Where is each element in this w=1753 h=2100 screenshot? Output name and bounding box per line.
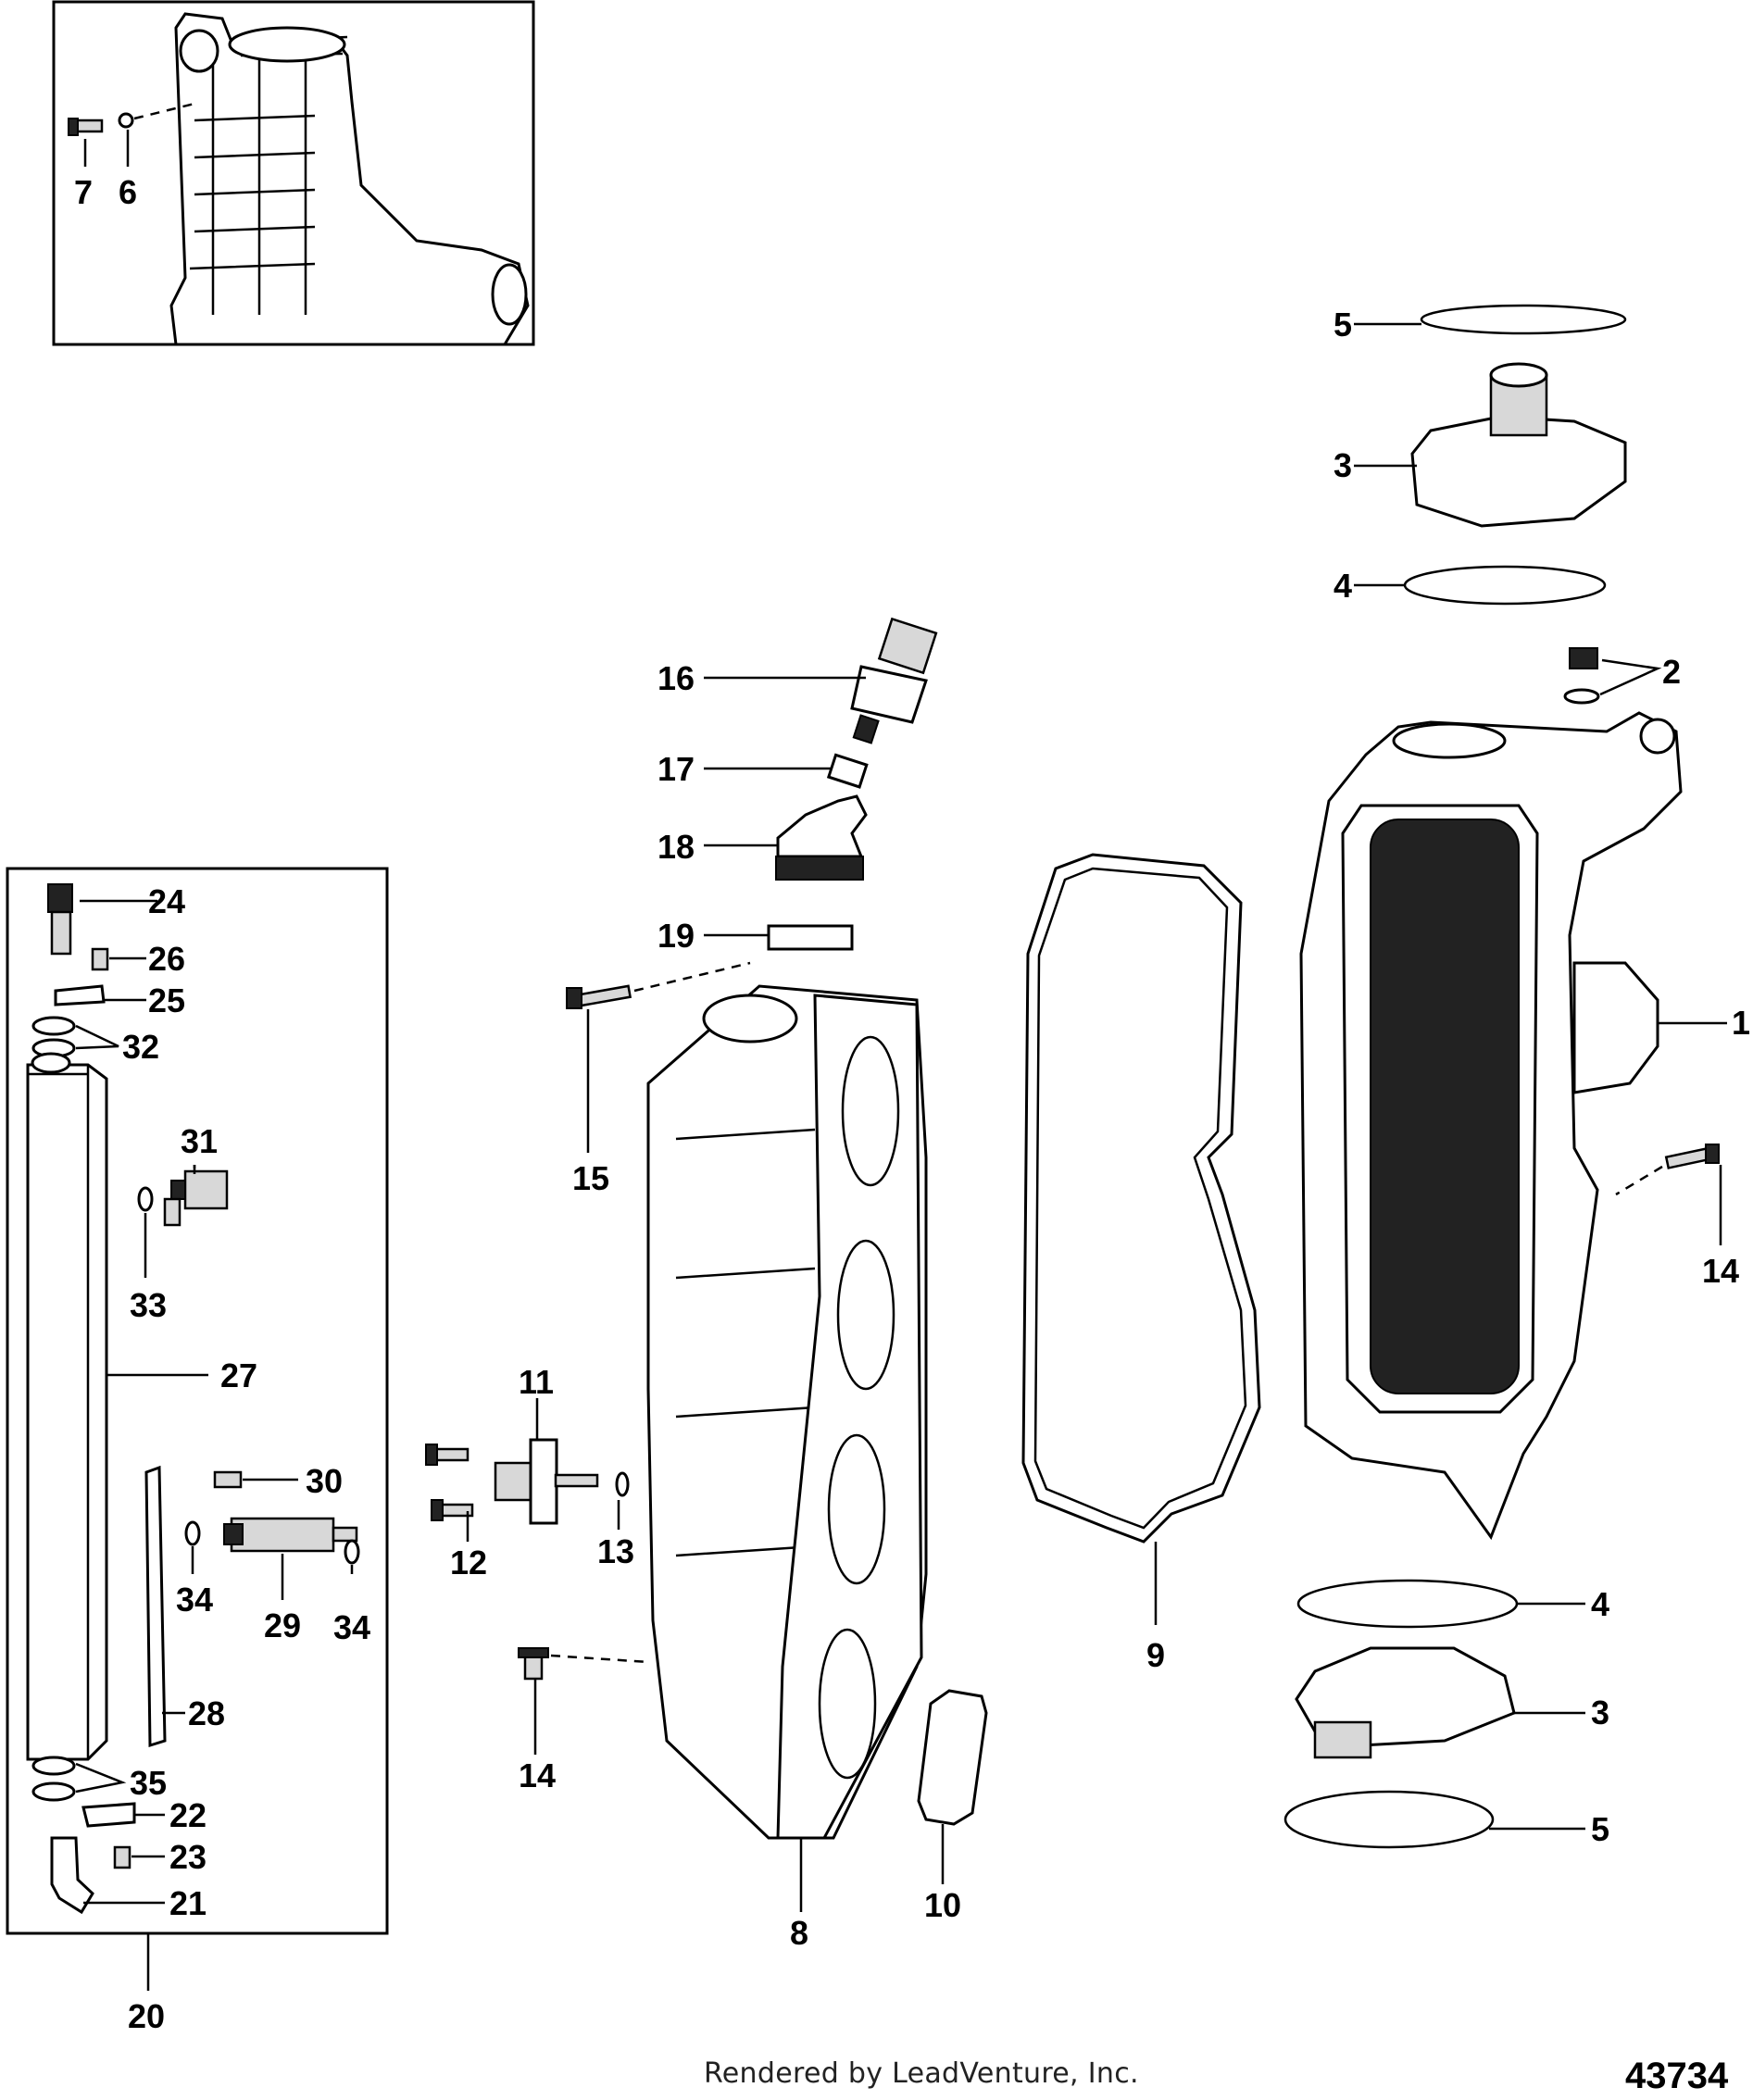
top-ring-stack [1354, 304, 1662, 705]
manifold-housing [1299, 711, 1727, 1541]
callout-6: 6 [119, 173, 137, 211]
fuel-rail-box [6, 867, 389, 1991]
callout-labels: 1 2 3 3 4 4 5 5 6 7 8 9 10 11 12 13 14 1… [74, 173, 1750, 2035]
callout-26: 26 [148, 940, 185, 978]
callout-14: 14 [1702, 1252, 1739, 1290]
callout-13: 13 [597, 1532, 634, 1570]
callout-31: 31 [181, 1122, 218, 1160]
callout-12: 12 [450, 1544, 487, 1581]
callout-17: 17 [657, 750, 695, 788]
callout-14: 14 [519, 1756, 556, 1794]
callout-35: 35 [130, 1764, 167, 1802]
callout-33: 33 [130, 1286, 167, 1324]
sensor-stack [704, 617, 938, 951]
callout-7: 7 [74, 173, 93, 211]
intake-plenum [646, 984, 928, 1912]
callout-3: 3 [1334, 446, 1352, 484]
callout-9: 9 [1146, 1636, 1165, 1674]
callout-16: 16 [657, 659, 695, 697]
callout-34: 34 [333, 1608, 370, 1646]
callout-19: 19 [657, 917, 695, 955]
callout-1: 1 [1732, 1004, 1750, 1042]
seal-ring [917, 1689, 988, 1884]
callout-15: 15 [572, 1159, 609, 1197]
callout-4: 4 [1334, 567, 1352, 605]
callout-30: 30 [306, 1462, 343, 1500]
callout-23: 23 [169, 1838, 207, 1876]
callout-24: 24 [148, 882, 185, 920]
callout-5: 5 [1591, 1810, 1609, 1848]
bottom-ring-stack [1283, 1579, 1585, 1849]
callout-27: 27 [220, 1356, 257, 1394]
callout-28: 28 [188, 1694, 225, 1732]
bolts [425, 961, 751, 1755]
callout-5: 5 [1334, 306, 1352, 344]
temperature-sensor [466, 1398, 630, 1542]
callout-10: 10 [924, 1886, 961, 1924]
callout-8: 8 [790, 1914, 808, 1952]
callout-34: 34 [176, 1581, 213, 1619]
callout-4: 4 [1591, 1585, 1609, 1623]
callout-25: 25 [148, 981, 185, 1019]
callout-2: 2 [1662, 653, 1681, 691]
callout-3: 3 [1591, 1694, 1609, 1731]
callout-22: 22 [169, 1796, 207, 1834]
callout-29: 29 [264, 1606, 301, 1644]
callout-11: 11 [519, 1363, 554, 1401]
diagram-number: 43734 [1625, 2056, 1729, 2096]
gasket [1021, 853, 1261, 1625]
callout-32: 32 [122, 1028, 159, 1066]
right-bolt [1615, 1144, 1722, 1245]
callout-21: 21 [169, 1884, 207, 1922]
callout-20: 20 [128, 1997, 165, 2035]
callout-18: 18 [657, 828, 695, 866]
inset-detail-box [52, 0, 535, 346]
footer-credit: Rendered by LeadVenture, Inc. [704, 2057, 1139, 2090]
